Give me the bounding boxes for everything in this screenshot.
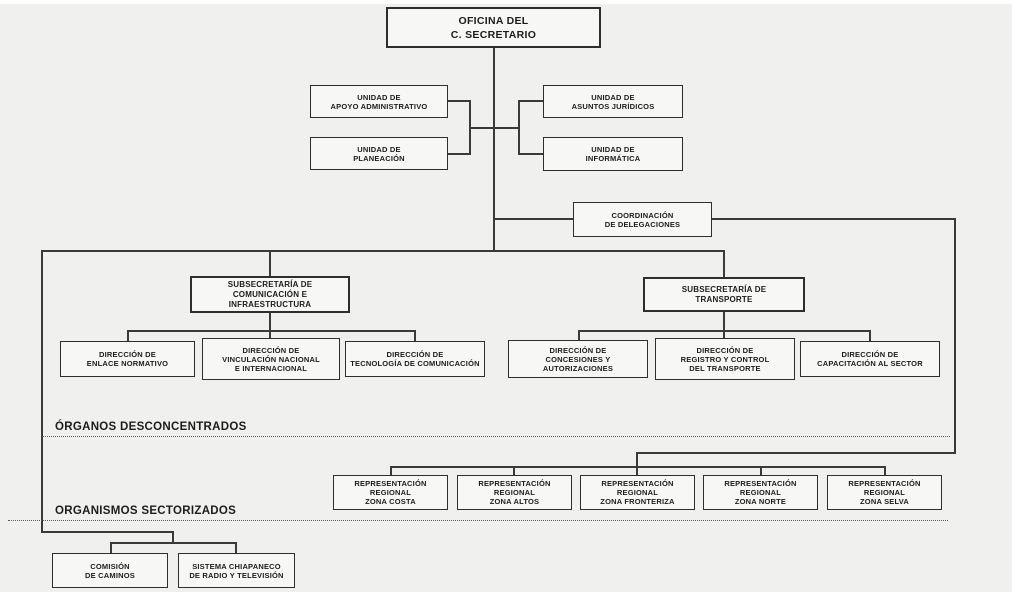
connector-line [41,531,174,533]
dotted-divider-sectorizados [8,520,948,521]
box-sistema-chiapaneco-radio-television: SISTEMA CHIAPANECO DE RADIO Y TELEVISIÓN [178,553,295,588]
connector-line [110,542,112,554]
box-representacion-zona-altos: REPRESENTACIÓN REGIONAL ZONA ALTOS [457,475,572,510]
connector-line [884,466,886,476]
connector-line [448,100,470,102]
section-label-organismos-sectorizados: ORGANISMOS SECTORIZADOS [55,505,237,517]
connector-line [127,330,129,342]
connector-line [269,250,271,278]
connector-line [869,330,871,342]
connector-line [493,218,573,220]
connector-line [518,153,543,155]
connector-line [493,48,495,252]
connector-line [448,153,470,155]
connector-line [723,250,725,279]
connector-line [390,466,885,468]
connector-line [513,466,515,476]
dotted-divider-desconcentrados [42,436,950,437]
box-direccion-registro-control-transporte: DIRECCIÓN DE REGISTRO Y CONTROL DEL TRAN… [655,338,795,380]
connector-line [636,452,638,476]
connector-line [41,250,43,533]
connector-line [414,330,416,342]
connector-line [712,218,956,220]
box-direccion-capacitacion-sector: DIRECCIÓN DE CAPACITACIÓN AL SECTOR [800,341,940,377]
connector-line [110,542,237,544]
connector-line [127,330,416,332]
box-direccion-vinculacion-nacional-internacional: DIRECCIÓN DE VINCULACIÓN NACIONAL E INTE… [202,338,340,380]
box-representacion-zona-norte: REPRESENTACIÓN REGIONAL ZONA NORTE [703,475,818,510]
connector-line [636,452,956,454]
box-unidad-apoyo-administrativo: UNIDAD DE APOYO ADMINISTRATIVO [310,85,448,118]
box-coordinacion-delegaciones: COORDINACIÓN DE DELEGACIONES [573,202,712,237]
box-direccion-enlace-normativo: DIRECCIÓN DE ENLACE NORMATIVO [60,341,195,377]
connector-line [578,330,580,342]
box-direccion-tecnologia-comunicacion: DIRECCIÓN DE TECNOLOGÍA DE COMUNICACIÓN [345,341,485,377]
connector-line [469,127,520,129]
connector-line [269,312,271,342]
connector-line [760,466,762,476]
connector-line [578,330,870,332]
section-label-organos-desconcentrados: ÓRGANOS DESCONCENTRADOS [55,421,247,433]
connector-line [390,466,392,476]
connector-line [235,542,237,554]
box-oficina-del-c-secretario: OFICINA DEL C. SECRETARIO [386,7,601,48]
box-subsecretaria-transporte: SUBSECRETARÍA DE TRANSPORTE [643,277,805,312]
box-unidad-informatica: UNIDAD DE INFORMÁTICA [543,137,683,171]
box-subsecretaria-comunicacion-infraestructura: SUBSECRETARÍA DE COMUNICACIÓN E INFRAEST… [190,276,350,313]
connector-line [172,531,174,544]
box-representacion-zona-fronteriza: REPRESENTACIÓN REGIONAL ZONA FRONTERIZA [580,475,695,510]
box-direccion-concesiones-autorizaciones: DIRECCIÓN DE CONCESIONES Y AUTORIZACIONE… [508,340,648,378]
box-representacion-zona-costa: REPRESENTACIÓN REGIONAL ZONA COSTA [333,475,448,510]
connector-line [41,250,725,252]
connector-line [954,218,956,454]
box-representacion-zona-selva: REPRESENTACIÓN REGIONAL ZONA SELVA [827,475,942,510]
connector-line [518,100,520,155]
bottom-edge [0,592,1012,595]
box-unidad-planeacion: UNIDAD DE PLANEACIÓN [310,137,448,170]
connector-line [723,311,725,342]
box-comision-de-caminos: COMISIÓN DE CAMINOS [52,553,168,588]
top-edge [0,0,1012,4]
box-unidad-asuntos-juridicos: UNIDAD DE ASUNTOS JURÍDICOS [543,85,683,118]
connector-line [518,100,543,102]
